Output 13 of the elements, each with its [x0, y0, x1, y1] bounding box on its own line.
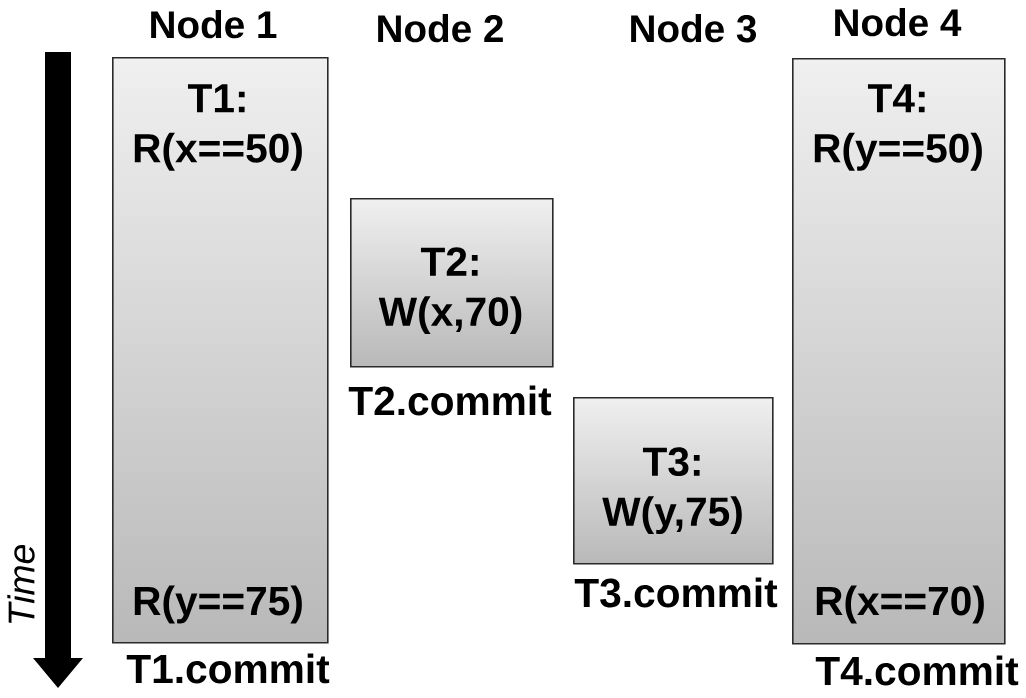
- commit-label: T4.commit: [815, 655, 1019, 686]
- operation-text: T4: R(y==50): [814, 84, 982, 171]
- column-heading: Node 3: [631, 13, 757, 43]
- column-heading: Node 2: [378, 13, 503, 43]
- commit-label: T3.commit: [574, 577, 778, 608]
- operation-text: T2: W(x,70): [378, 247, 522, 335]
- operation-text: T1: R(x==50): [134, 84, 302, 171]
- operation-text: R(y==75): [134, 585, 302, 624]
- operation-text: R(x==70): [816, 585, 984, 624]
- operation-text: T3: W(y,75): [602, 447, 742, 535]
- commit-label: T2.commit: [348, 385, 552, 416]
- time-label: Time: [7, 545, 35, 623]
- commit-label: T1.commit: [126, 653, 330, 684]
